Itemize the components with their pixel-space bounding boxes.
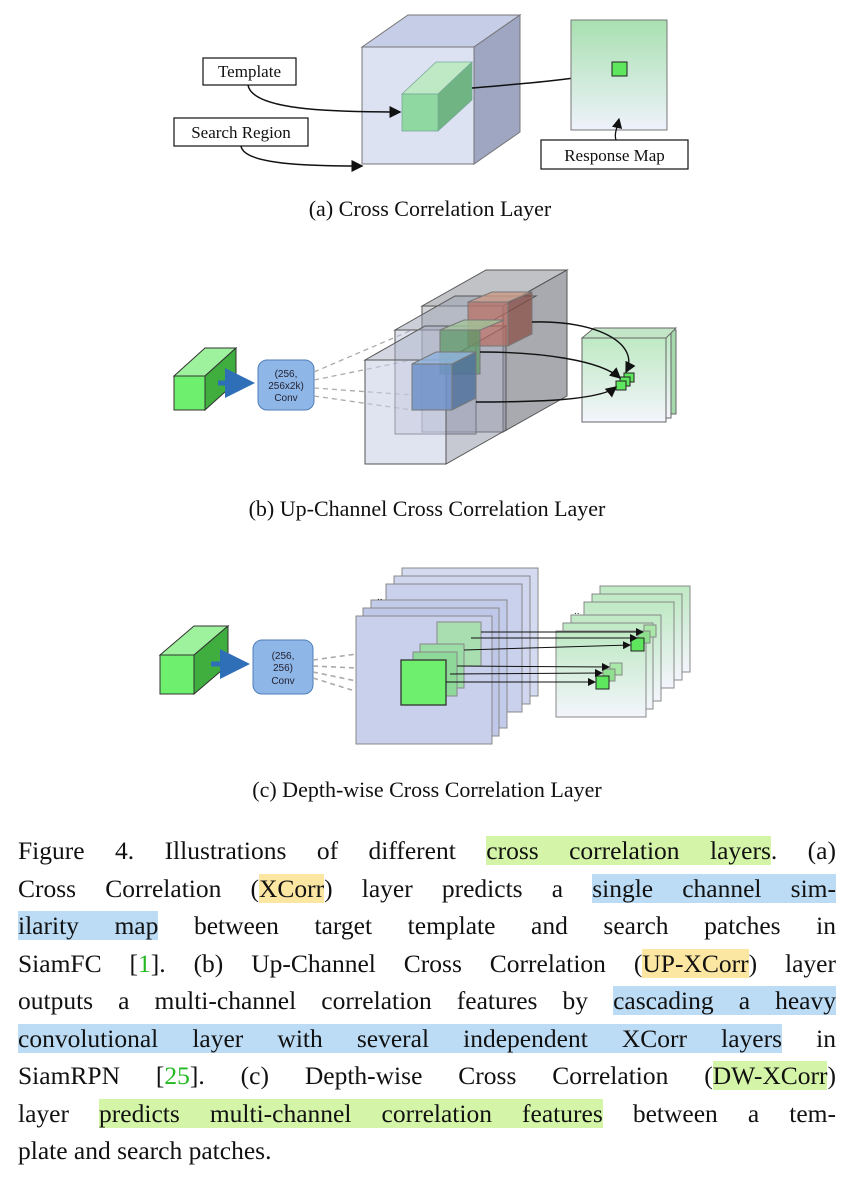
highlight-dw-xcorr: DW-XCorr (712, 1061, 828, 1090)
search-feature-planes (355, 567, 539, 745)
citation-link-1[interactable]: 1 (138, 948, 151, 978)
output-arrow-3 (475, 386, 618, 403)
conv-block-c[interactable] (252, 639, 314, 695)
caption-line-4: SiamFC [1]. (b) Up-Channel Cross Correla… (18, 948, 836, 978)
highlight-cascading: cascading a heavy (613, 986, 836, 1015)
caption-line-8: layer predicts multi-channel correlation… (18, 1098, 836, 1128)
search-feature-cube (360, 14, 522, 165)
conv-c-label-line3: Conv (271, 676, 294, 687)
caption-line-2: Cross Correlation (XCorr) layer predicts… (18, 873, 836, 903)
ellipsis-dots-output: .. (574, 606, 580, 617)
search-region-label-box (173, 117, 309, 147)
template-kernels (411, 291, 533, 411)
panel-b-caption: (b) Up-Channel Cross Correlation Layer (249, 496, 606, 521)
response-map-label: Response Map (564, 146, 665, 165)
caption-line-9: plate and search patches. (18, 1136, 272, 1165)
conv-c-label-line1: (256, (272, 651, 295, 662)
caption-line-1: Figure 4. Illustrations of different cro… (18, 836, 836, 865)
response-label-box (540, 139, 689, 170)
search-region-arrow (240, 145, 364, 172)
highlight-cross-correlation-layers: cross correlation layers (486, 836, 771, 865)
ellipsis-dots-search: .. (377, 592, 383, 603)
template-label: Template (218, 62, 281, 81)
template-feature-cube (400, 61, 474, 132)
panel-c-caption: (c) Depth-wise Cross Correlation Layer (252, 777, 602, 802)
template-label-box (202, 57, 297, 86)
template-input-cube-c (158, 624, 230, 696)
panel-c-diagram: (256, 256) Conv .. (158, 567, 691, 745)
multi-channel-response-maps (580, 327, 678, 423)
conv-label-line3: Conv (274, 393, 297, 404)
conv-label-line2: 256x2k) (268, 381, 304, 392)
output-arrow-2 (479, 351, 622, 379)
output-arrow-1 (531, 321, 636, 374)
highlight-up-xcorr: UP-XCorr (642, 948, 749, 978)
template-input-cube (172, 346, 238, 412)
citation-link-25[interactable]: 25 (164, 1061, 190, 1090)
highlight-similarity-map: ilarity map (18, 911, 159, 940)
highlight-single-channel: single channel sim- (592, 873, 836, 903)
depthwise-arrows (446, 628, 644, 686)
highlight-xcorr: XCorr (258, 873, 325, 903)
template-arrow (247, 84, 402, 118)
response-map-peak (611, 61, 628, 77)
conv-c-label-line2: 256) (273, 663, 293, 674)
panel-b-diagram: (256, 256x2k) Conv (172, 269, 678, 465)
caption-line-7: SiamRPN [25]. (c) Depth-wise Cross Corre… (18, 1061, 836, 1090)
highlight-convolutional-layer: convolutional layer with several indepen… (18, 1023, 783, 1053)
search-region-label: Search Region (191, 123, 291, 142)
response-label-arrow (611, 117, 623, 141)
caption-line-3: ilarity map between target template and … (18, 911, 836, 940)
panel-a-caption: (a) Cross Correlation Layer (309, 196, 552, 221)
highlight-predicts-multichannel: predicts multi-channel correlation featu… (99, 1098, 603, 1128)
caption-line-5: outputs a multi-channel correlation feat… (18, 986, 836, 1015)
caption-line-6: convolutional layer with several indepen… (18, 1023, 836, 1053)
conv-block[interactable] (257, 359, 315, 411)
figure-diagrams: Template Search Region Response Map (a) … (158, 14, 691, 802)
conv-label-line1: (256, (275, 369, 298, 380)
panel-a-diagram: Template Search Region Response Map (173, 14, 689, 172)
figure-caption: Figure 4. Illustrations of different cro… (18, 832, 836, 1170)
